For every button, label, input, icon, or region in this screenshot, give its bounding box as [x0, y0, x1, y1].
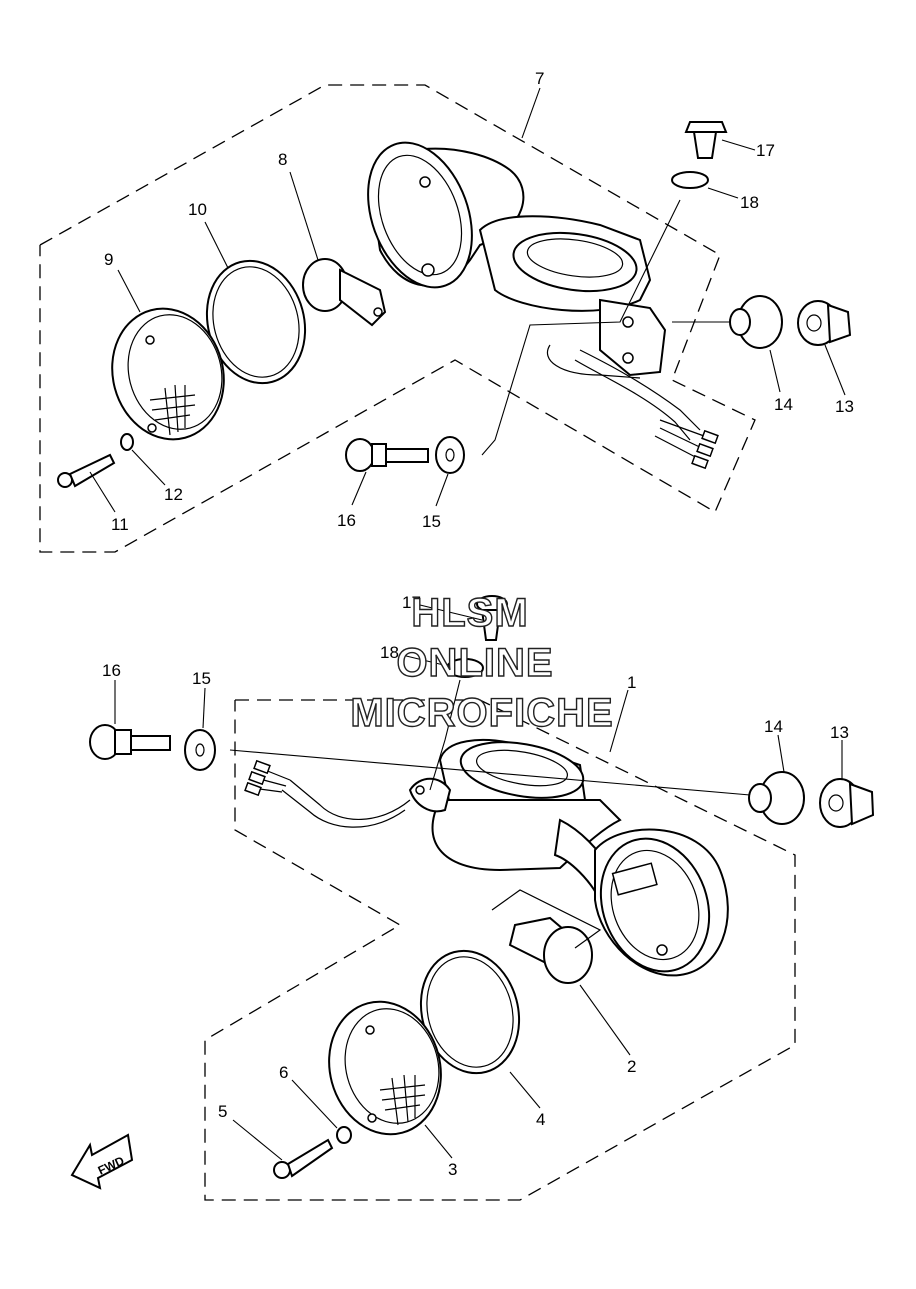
screw-lower	[273, 1138, 334, 1179]
part-label-5: 5	[218, 1102, 227, 1121]
bolt-upper	[345, 438, 429, 472]
lens-gasket-lower-inner	[426, 956, 514, 1068]
wire-connectors-lower	[244, 759, 411, 828]
lens-lower	[328, 1000, 442, 1136]
lens-gasket-upper-inner	[212, 266, 300, 378]
part-label-11: 11	[111, 515, 129, 534]
part-label-15-lower: 15	[192, 669, 211, 688]
washer-15-upper	[435, 436, 465, 474]
bolt-lower	[89, 724, 171, 760]
watermark: HLSM ONLINE MICROFICHE	[350, 590, 614, 735]
lower-assembly-boundary	[204, 699, 796, 1201]
bolt-17-upper	[684, 121, 728, 159]
collar-18-upper	[671, 171, 709, 189]
washer-15-lower	[184, 729, 216, 771]
watermark-line-2: ONLINE	[396, 641, 553, 685]
part-label-14: 14	[774, 395, 793, 414]
part-label-1: 1	[627, 673, 636, 692]
part-label-6: 6	[279, 1063, 288, 1082]
part-label-10: 10	[188, 200, 207, 219]
part-label-12: 12	[164, 485, 183, 504]
part-label-9: 9	[104, 250, 113, 269]
forward-direction-arrow: FWD	[70, 1133, 134, 1190]
part-label-15: 15	[422, 512, 441, 531]
bulb-lower	[491, 889, 602, 984]
flasher-housing-upper	[367, 141, 701, 441]
watermark-line-1: HLSM	[411, 591, 528, 635]
grommet-14-lower	[748, 771, 805, 825]
bulb-upper	[302, 258, 387, 327]
part-label-18-lower: 18	[380, 643, 399, 662]
collar-18-lower	[446, 658, 484, 678]
part-label-16: 16	[337, 511, 356, 530]
upper-assembly-boundary	[39, 84, 756, 553]
part-label-13-lower: 13	[830, 723, 849, 742]
lens-upper	[111, 307, 225, 441]
grommet-14-upper	[729, 295, 783, 349]
lower-flasher-assembly: 17 18 1 16 15 14 13 2 4 6 5 3	[89, 593, 875, 1201]
bolt-17-lower	[476, 595, 508, 641]
part-label-7: 7	[535, 69, 544, 88]
wire-connectors-upper	[654, 419, 719, 470]
washer-upper	[120, 433, 134, 451]
part-label-13: 13	[835, 397, 854, 416]
part-label-4: 4	[536, 1110, 545, 1129]
part-label-18: 18	[740, 193, 759, 212]
flasher-housing-lower	[408, 739, 729, 977]
part-label-16-lower: 16	[102, 661, 121, 680]
upper-flasher-assembly: 7 17 18 8 10 9 14 13 12 11 16 15	[39, 69, 854, 553]
washer-lower	[336, 1126, 352, 1144]
part-label-3: 3	[448, 1160, 457, 1179]
nut-13-upper	[797, 300, 852, 346]
part-label-17: 17	[756, 141, 775, 160]
watermark-line-3: MICROFICHE	[350, 691, 613, 735]
nut-13-lower	[819, 778, 875, 828]
screw-upper	[57, 453, 116, 488]
part-label-17-lower: 17	[402, 593, 421, 612]
part-label-14-lower: 14	[764, 717, 783, 736]
part-label-2: 2	[627, 1057, 636, 1076]
part-label-8: 8	[278, 150, 287, 169]
